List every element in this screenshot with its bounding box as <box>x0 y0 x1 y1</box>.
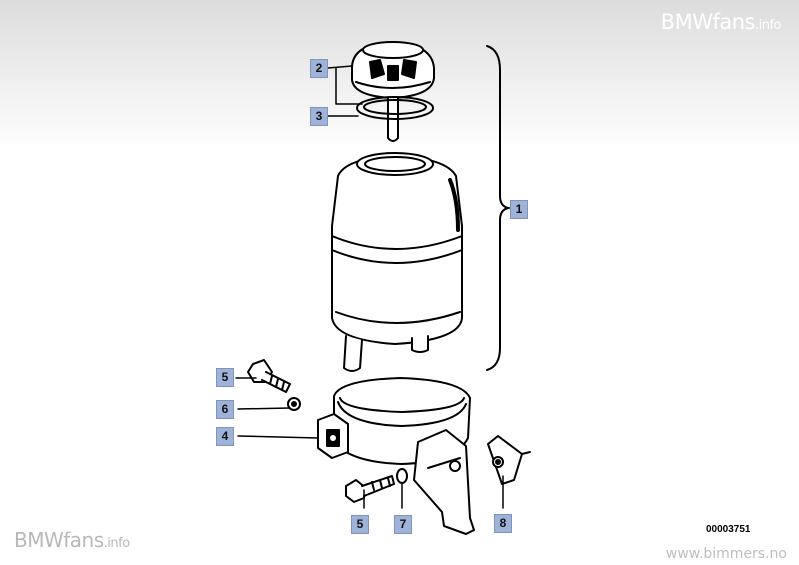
leader-lines <box>235 65 512 509</box>
callout-1: 1 <box>510 200 528 219</box>
site-watermark: www.bimmers.no <box>665 546 787 562</box>
reservoir-cap <box>351 41 435 99</box>
callout-4: 4 <box>216 427 234 446</box>
watermark-bottom-suffix: .info <box>103 536 131 551</box>
callout-5-lower: 5 <box>351 515 369 534</box>
callout-2: 2 <box>310 59 328 78</box>
group-bracket <box>486 45 509 371</box>
clip-nut <box>487 435 531 485</box>
document-number: 00003751 <box>706 524 751 535</box>
callout-7: 7 <box>394 515 412 534</box>
watermark-bottom: BMWfans.info <box>14 528 130 552</box>
seal-ring <box>356 96 434 120</box>
bolt-upper <box>247 359 291 393</box>
washer-lower <box>396 468 408 484</box>
callout-5-upper: 5 <box>216 368 234 387</box>
reservoir-body <box>331 152 463 372</box>
watermark-top-suffix: .info <box>754 18 782 33</box>
watermark-top-brand: BMWfans <box>660 10 756 34</box>
callout-8: 8 <box>494 514 512 533</box>
callout-3: 3 <box>310 107 328 126</box>
callout-6: 6 <box>216 400 234 419</box>
bolt-lower <box>345 475 395 503</box>
watermark-bottom-brand: BMWfans <box>14 528 104 552</box>
watermark-top: BMWfans.info <box>660 10 782 34</box>
clamp-band <box>317 377 475 535</box>
